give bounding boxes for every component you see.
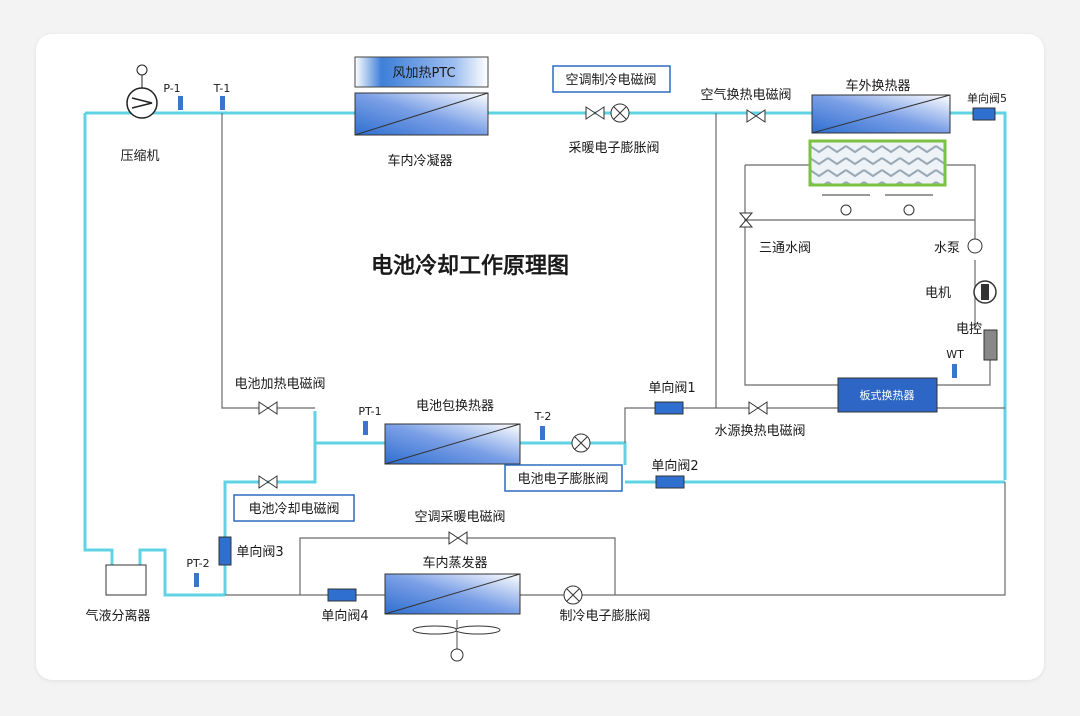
sensor-icon [194, 573, 199, 587]
battery-heat-solenoid-label: 电池加热电磁阀 [234, 377, 325, 392]
heat-exv-label: 采暖电子膨胀阀 [568, 141, 659, 156]
air-hx-solenoid-label: 空气换热电磁阀 [700, 87, 791, 103]
check-valve-icon [654, 401, 684, 415]
check-valve-icon [655, 475, 685, 489]
pt2-label: PT-2 [186, 557, 209, 570]
ac-solenoid-label: 空调制冷电磁阀 [565, 73, 656, 88]
battery-cool-solenoid-box [233, 494, 355, 522]
solenoid-valve-icon [748, 401, 768, 415]
sensor-icon [178, 96, 183, 110]
t1-label: T-1 [213, 82, 231, 95]
battery-hx-label: 电池包换热器 [416, 399, 494, 414]
check1-label: 单向阀1 [648, 380, 695, 396]
check4-label: 单向阀4 [321, 608, 368, 624]
fan-icon [412, 625, 501, 662]
sensor-icon [952, 364, 957, 378]
compressor-icon [126, 64, 158, 119]
condenser-label: 车内冷凝器 [387, 153, 452, 169]
fan-icon [822, 194, 870, 216]
separator-label: 气液分离器 [85, 608, 150, 624]
check-valve-icon [218, 536, 232, 566]
wt-label: WT [946, 348, 964, 361]
motor-label: 电机 [925, 286, 951, 301]
solenoid-valve-icon [448, 531, 468, 545]
diagram-title: 电池冷却工作原理图 [371, 253, 569, 279]
fan-icon [885, 194, 933, 216]
pump-icon [967, 238, 983, 254]
battery-exv-box [504, 464, 623, 492]
solenoid-valve-icon [585, 106, 605, 120]
plate-hx-icon [837, 377, 938, 413]
check-valve-icon [972, 107, 996, 121]
t2-label: T-2 [534, 410, 552, 423]
sensor-icon [540, 426, 545, 440]
outer-hx-label: 车外换热器 [845, 78, 910, 94]
expansion-valve-icon [571, 433, 591, 453]
battery-exv-label: 电池电子膨胀阀 [517, 472, 608, 487]
solenoid-valve-icon [258, 475, 278, 489]
ac-solenoid-box [552, 65, 671, 93]
expansion-valve-icon [610, 103, 630, 123]
sensor-icon [220, 96, 225, 110]
separator-icon [105, 564, 147, 596]
battery-cool-solenoid-label: 电池冷却电磁阀 [248, 502, 339, 517]
ptc-label: 风加热PTC [392, 66, 455, 81]
compressor-label: 压缩机 [120, 148, 159, 164]
pt1-label: PT-1 [358, 405, 381, 418]
sensor-icon [363, 421, 368, 435]
plate-hx-label: 板式换热器 [860, 388, 915, 402]
three-way-label: 三通水阀 [759, 241, 811, 256]
controller-icon [983, 329, 998, 361]
radiator-icon [808, 139, 947, 187]
three-way-valve-icon [738, 212, 754, 228]
check2-label: 单向阀2 [651, 458, 698, 474]
cool-exv-label: 制冷电子膨胀阀 [559, 609, 650, 624]
solenoid-valve-icon [258, 401, 278, 415]
ptc-heater [354, 56, 489, 88]
evaporator-label: 车内蒸发器 [422, 555, 487, 571]
ac-heat-solenoid-label: 空调采暖电磁阀 [414, 510, 505, 525]
check5-label: 单向阀5 [967, 91, 1007, 105]
pump-label: 水泵 [934, 241, 960, 256]
check-valve-icon [327, 588, 357, 602]
check3-label: 单向阀3 [236, 544, 283, 560]
p1-label: P-1 [163, 82, 180, 95]
expansion-valve-icon [563, 585, 583, 605]
controller-label: 电控 [956, 322, 982, 337]
water-hx-solenoid-label: 水源换热电磁阀 [714, 424, 805, 439]
